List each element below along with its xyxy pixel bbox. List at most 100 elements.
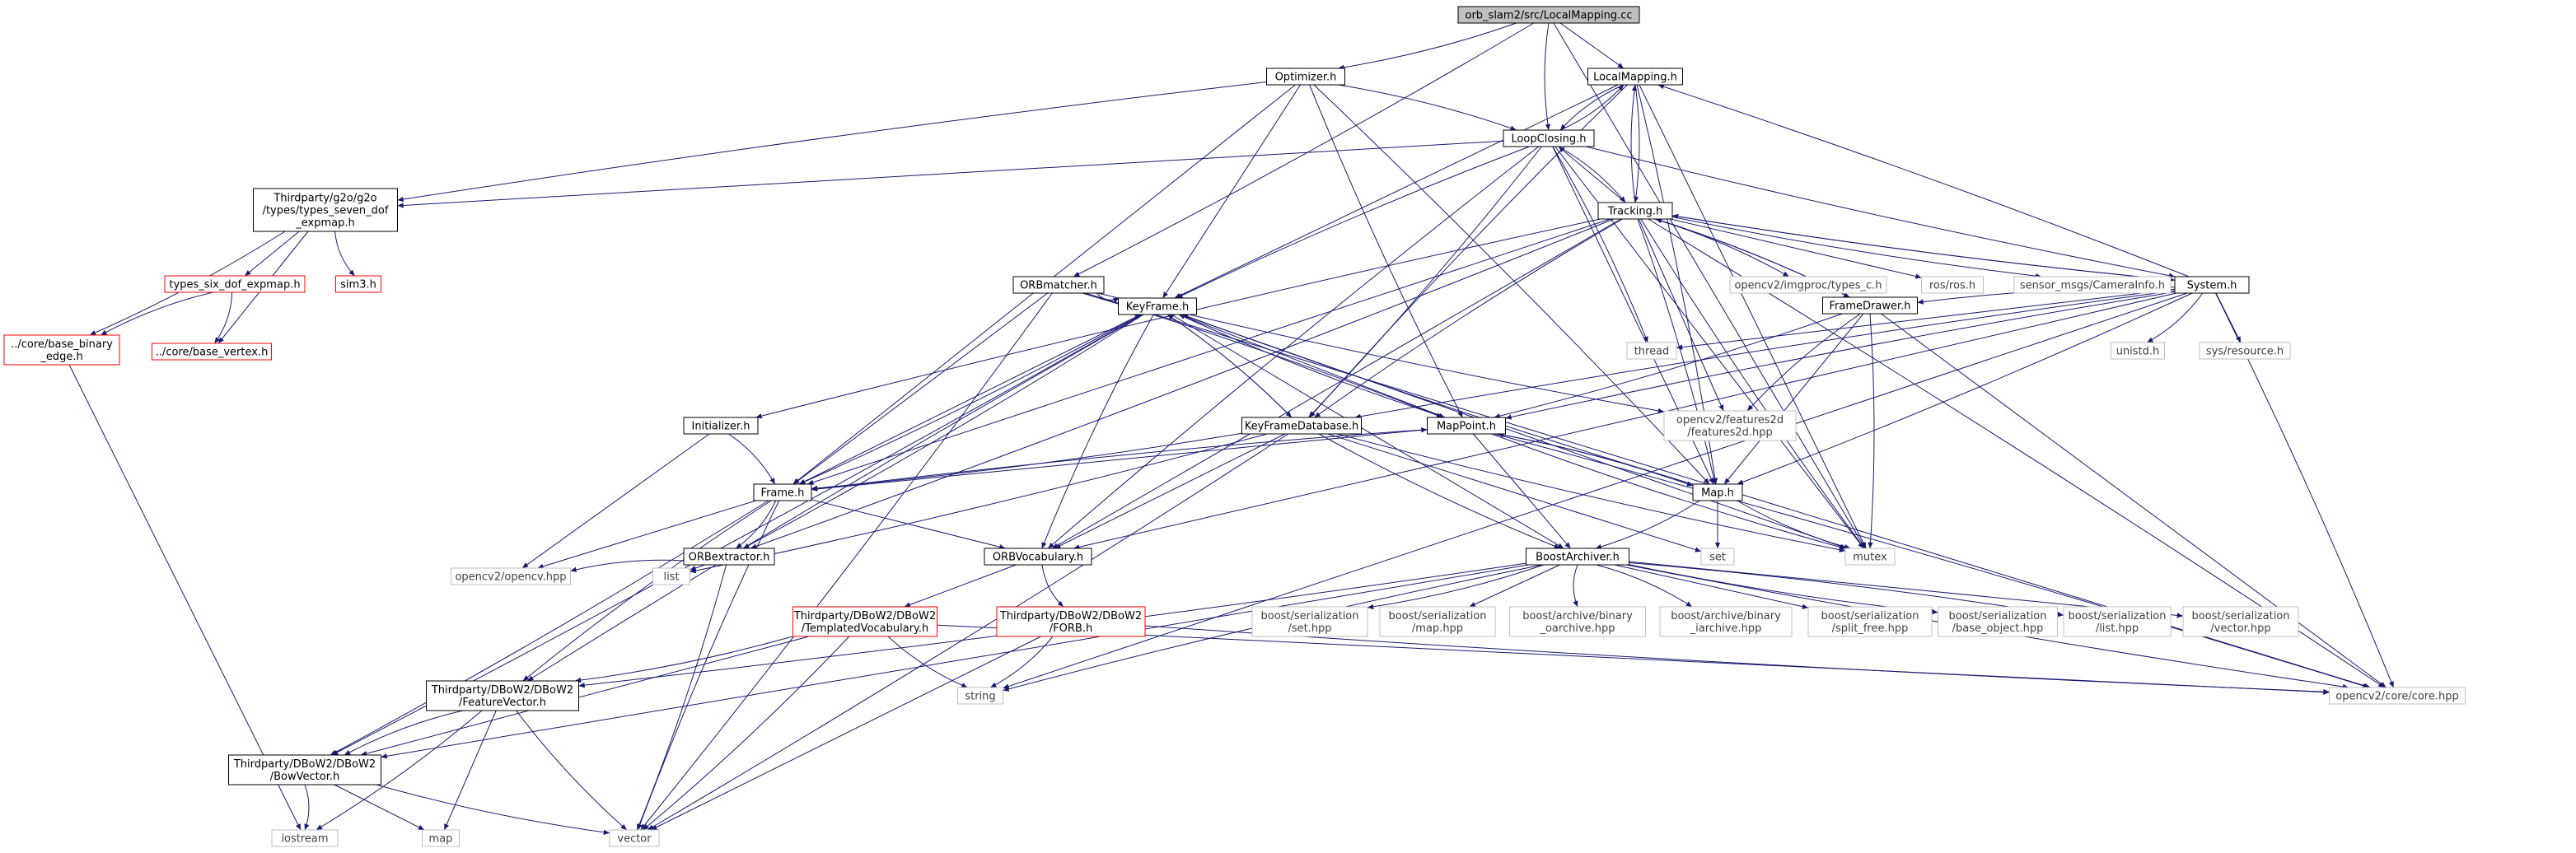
- node-label-bs_base-0: boost/serialization: [1948, 610, 2046, 622]
- node-box-boostarch: [1526, 548, 1629, 566]
- edge-keyframe-to-frame: [798, 314, 1142, 485]
- node-initializer[interactable]: Initializer.h: [683, 417, 759, 435]
- node-box-vector: [609, 829, 660, 847]
- edge-framedrawer-to-mutex: [1868, 313, 1875, 549]
- edge-boostarch-to-bs_map: [1469, 564, 1560, 608]
- edge-maph-to-mappoint: [1497, 432, 1694, 487]
- node-templvocab[interactable]: Thirdparty/DBoW2/DBoW2/TemplatedVocabula…: [792, 606, 937, 637]
- node-box-frame: [753, 483, 812, 501]
- node-resource[interactable]: sys/resource.h: [2199, 342, 2291, 360]
- edge-root-to-loopclosing: [1544, 22, 1551, 131]
- edge-maph-to-boostarch: [1595, 500, 1700, 550]
- node-label-templvocab-1: /TemplatedVocabulary.h: [802, 622, 929, 635]
- node-label-bs_set-0: boost/serialization: [1260, 610, 1358, 622]
- node-label-orbmatcher-0: ORBmatcher.h: [1020, 280, 1097, 292]
- node-localmapping[interactable]: LocalMapping.h: [1587, 68, 1683, 86]
- node-keyframe[interactable]: KeyFrame.h: [1118, 297, 1197, 315]
- node-box-opencvhpp: [451, 567, 571, 585]
- node-bowvec[interactable]: Thirdparty/DBoW2/DBoW2/BowVector.h: [228, 754, 381, 785]
- node-corehpp[interactable]: opencv2/core/core.hpp: [2329, 687, 2466, 705]
- node-bs_list[interactable]: boost/serialization/list.hpp: [2063, 606, 2172, 637]
- node-label-optimizer-0: Optimizer.h: [1275, 72, 1337, 84]
- node-orbvocab[interactable]: ORBVocabulary.h: [984, 548, 1092, 566]
- node-sim3[interactable]: sim3.h: [335, 275, 381, 293]
- node-optimizer[interactable]: Optimizer.h: [1266, 68, 1345, 86]
- node-vector[interactable]: vector: [609, 829, 660, 847]
- node-featvec[interactable]: Thirdparty/DBoW2/DBoW2/FeatureVector.h: [426, 680, 579, 711]
- node-loopclosing[interactable]: LoopClosing.h: [1503, 129, 1595, 147]
- node-g2o[interactable]: Thirdparty/g2o/g2o/types/types_seven_dof…: [253, 188, 398, 232]
- node-ba_bin_i[interactable]: boost/archive/binary_iarchive.hpp: [1659, 606, 1793, 637]
- node-label-maph-0: Map.h: [1701, 487, 1734, 500]
- node-iostream[interactable]: iostream: [271, 829, 339, 847]
- node-box-bs_base: [1938, 606, 2058, 637]
- node-box-binedge: [3, 334, 120, 366]
- node-label-featvec-1: /FeatureVector.h: [459, 697, 546, 709]
- node-bs_split[interactable]: boost/serialization/split_free.hpp: [1807, 606, 1933, 637]
- node-bs_base[interactable]: boost/serialization/base_object.hpp: [1938, 606, 2058, 637]
- node-box-orbextractor: [683, 548, 775, 566]
- node-frame[interactable]: Frame.h: [753, 483, 812, 501]
- edge-bowvec-to-iostream: [304, 784, 310, 831]
- node-imgproc[interactable]: opencv2/imgproc/types_c.h: [1729, 276, 1887, 294]
- node-label-bs_set-1: /set.hpp: [1288, 622, 1331, 635]
- edge-orbvocab-to-forb: [1041, 564, 1064, 608]
- node-framedrawer[interactable]: FrameDrawer.h: [1822, 296, 1918, 315]
- node-box-tracking: [1597, 202, 1673, 220]
- node-map[interactable]: map: [422, 829, 460, 847]
- node-set[interactable]: set: [1700, 548, 1735, 566]
- node-box-mutex: [1844, 548, 1896, 566]
- node-opencvhpp[interactable]: opencv2/opencv.hpp: [451, 567, 571, 585]
- node-bs_vector[interactable]: boost/serialization/vector.hpp: [2182, 606, 2299, 637]
- node-unistd[interactable]: unistd.h: [2111, 342, 2165, 360]
- edge-orbmatcher-to-frame: [792, 292, 1049, 485]
- node-rosh[interactable]: ros/ros.h: [1921, 276, 1984, 294]
- node-bs_map[interactable]: boost/serialization/map.hpp: [1379, 606, 1496, 637]
- node-box-basevertex: [152, 343, 272, 361]
- node-mutex[interactable]: mutex: [1844, 548, 1896, 566]
- node-thread[interactable]: thread: [1626, 342, 1677, 360]
- node-box-string: [957, 687, 1003, 705]
- node-bs_set[interactable]: boost/serialization/set.hpp: [1251, 606, 1368, 637]
- node-label-boostarch-0: BoostArchiver.h: [1536, 552, 1620, 564]
- node-box-forb: [996, 606, 1146, 637]
- node-string[interactable]: string: [957, 687, 1003, 705]
- edge-frame-to-mappoint: [811, 427, 1428, 491]
- node-basevertex[interactable]: ../core/base_vertex.h: [152, 343, 272, 361]
- edge-boostarch-to-ba_bin_o: [1573, 564, 1578, 608]
- edge-framedrawer-to-mappoint: [1494, 313, 1843, 419]
- edge-framedrawer-to-corehpp: [1881, 313, 2387, 688]
- node-orbextractor[interactable]: ORBextractor.h: [683, 548, 775, 566]
- node-boostarch[interactable]: BoostArchiver.h: [1526, 548, 1629, 566]
- node-box-resource: [2199, 342, 2291, 360]
- node-sixdof[interactable]: types_six_dof_expmap.h: [164, 275, 306, 293]
- node-label-set-0: set: [1709, 552, 1726, 564]
- edge-optimizer-to-keyframe: [1162, 84, 1301, 299]
- node-label-binedge-1: _edge.h: [40, 351, 82, 363]
- edge-frame-to-keyframe: [798, 314, 1142, 485]
- node-ba_bin_o[interactable]: boost/archive/binary_oarchive.hpp: [1509, 606, 1646, 637]
- node-list[interactable]: list: [652, 567, 690, 585]
- edge-tracking-to-kfdb: [1314, 218, 1623, 418]
- edge-initializer-to-opencvhpp: [521, 433, 710, 569]
- node-label-g2o-2: _expmap.h: [295, 217, 354, 230]
- node-caminfo[interactable]: sensor_msgs/CameraInfo.h: [2013, 276, 2172, 294]
- node-tracking[interactable]: Tracking.h: [1597, 202, 1673, 220]
- edge-orbextractor-to-opencvhpp: [570, 559, 685, 572]
- edge-localmapping-to-keyframe: [1174, 84, 1619, 299]
- node-forb[interactable]: Thirdparty/DBoW2/DBoW2/FORB.h: [996, 606, 1146, 637]
- edge-templvocab-to-bowvec: [360, 636, 810, 757]
- node-maph[interactable]: Map.h: [1692, 483, 1743, 501]
- node-features2d[interactable]: opencv2/features2d/features2d.hpp: [1663, 410, 1797, 441]
- node-root[interactable]: orb_slam2/src/LocalMapping.cc: [1457, 6, 1640, 24]
- node-box-orbvocab: [984, 548, 1092, 566]
- node-orbmatcher[interactable]: ORBmatcher.h: [1012, 276, 1105, 294]
- node-mappoint[interactable]: MapPoint.h: [1427, 417, 1506, 435]
- edge-templvocab-to-string: [887, 636, 968, 688]
- node-binedge[interactable]: ../core/base_binary_edge.h: [3, 334, 120, 366]
- node-label-ba_bin_i-0: boost/archive/binary: [1671, 610, 1781, 622]
- node-system[interactable]: System.h: [2174, 276, 2250, 294]
- edge-maph-to-mutex: [1737, 500, 1851, 550]
- node-kfdb[interactable]: KeyFrameDatabase.h: [1241, 417, 1362, 435]
- edge-system-to-tracking: [1671, 213, 2176, 281]
